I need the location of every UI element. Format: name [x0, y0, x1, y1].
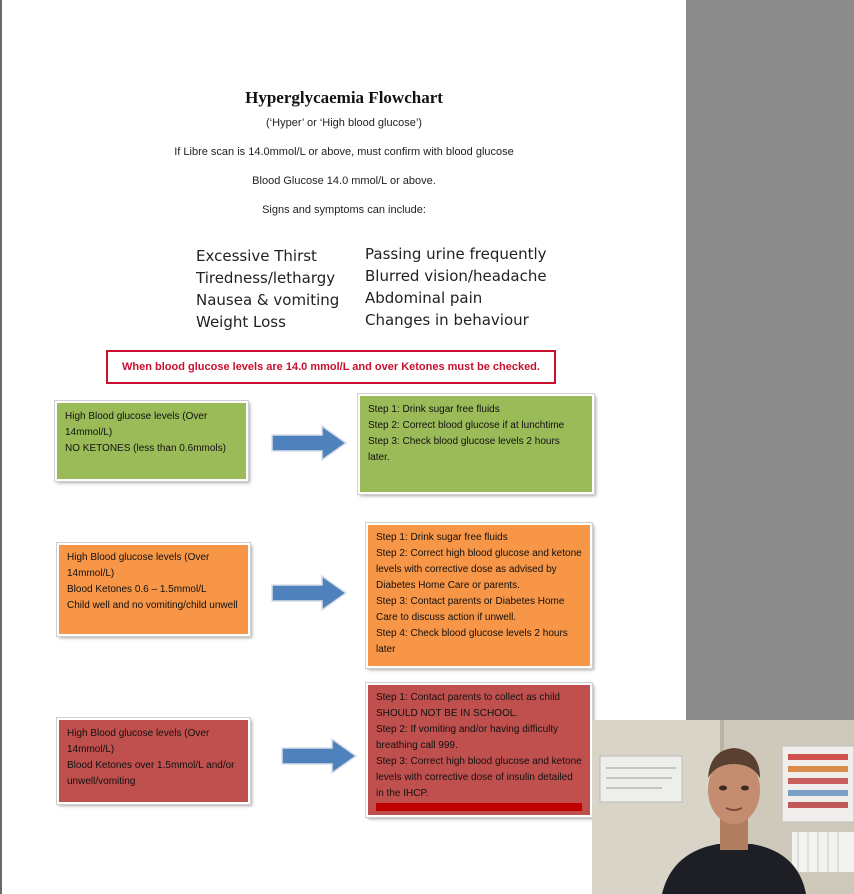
- condition-box-moderate-ketones: High Blood glucose levels (Over 14mmol/L…: [56, 542, 251, 637]
- glucose-threshold-note: Blood Glucose 14.0 mmol/L or above.: [252, 175, 436, 187]
- right-arrow-icon: [271, 424, 348, 462]
- document-page: Hyperglycaemia Flowchart (‘Hyper’ or ‘Hi…: [0, 0, 686, 894]
- condition-box-no-ketones: High Blood glucose levels (Over 14mmol/L…: [54, 400, 249, 482]
- action-box-no-ketones: Step 1: Drink sugar free fluids Step 2: …: [357, 393, 595, 495]
- step-line: Step 3: Contact parents or Diabetes Home…: [376, 596, 565, 623]
- symptom-item: Weight Loss: [196, 313, 286, 331]
- signs-heading: Signs and symptoms can include:: [262, 204, 426, 216]
- symptom-item: Abdominal pain: [365, 289, 483, 307]
- presenter-webcam: [592, 720, 854, 894]
- symptom-item: Excessive Thirst: [196, 247, 317, 265]
- step-line: Step 1: Drink sugar free fluids: [368, 404, 500, 415]
- presenter-webcam-video-icon: [592, 720, 854, 894]
- condition-line: High Blood glucose levels (Over 14mmol/L…: [67, 552, 210, 579]
- condition-line: Child well and no vomiting/child unwell: [67, 600, 238, 611]
- action-box-moderate-ketones: Step 1: Drink sugar free fluids Step 2: …: [365, 522, 593, 669]
- condition-line: Blood Ketones over 1.5mmol/L and/or unwe…: [67, 760, 235, 787]
- action-box-high-ketones: Step 1: Contact parents to collect as ch…: [365, 682, 593, 818]
- symptoms-left-list: Excessive Thirst Tiredness/lethargy Naus…: [196, 245, 339, 333]
- symptom-item: Tiredness/lethargy: [196, 269, 336, 287]
- ketone-warning-text: When blood glucose levels are 14.0 mmol/…: [122, 361, 540, 373]
- step-line: Step 1: Contact parents to collect as ch…: [376, 692, 560, 719]
- condition-line: High Blood glucose levels (Over 14mmol/L…: [65, 411, 208, 438]
- symptom-item: Passing urine frequently: [365, 245, 547, 263]
- right-arrow-icon: [271, 574, 348, 612]
- step-line: Step 2: If vomiting and/or having diffic…: [376, 724, 559, 751]
- right-arrow-icon: [281, 737, 358, 775]
- symptom-item: Nausea & vomiting: [196, 291, 340, 309]
- step-line: Step 2: Correct high blood glucose and k…: [376, 548, 582, 591]
- step-line: Step 2: Correct blood glucose if at lunc…: [368, 420, 565, 431]
- step-line: Step 1: Drink sugar free fluids: [376, 532, 508, 543]
- ketone-warning-box: When blood glucose levels are 14.0 mmol/…: [106, 350, 556, 384]
- condition-line: High Blood glucose levels (Over 14mmol/L…: [67, 728, 210, 755]
- red-highlight-bar: [376, 803, 582, 811]
- symptom-item: Blurred vision/headache: [365, 267, 547, 285]
- condition-line: NO KETONES (less than 0.6mmols): [65, 443, 226, 454]
- step-line: Step 3: Correct high blood glucose and k…: [376, 756, 582, 799]
- symptom-item: Changes in behaviour: [365, 311, 529, 329]
- subtitle: (‘Hyper’ or ‘High blood glucose’): [266, 117, 422, 129]
- condition-box-high-ketones: High Blood glucose levels (Over 14mmol/L…: [56, 717, 251, 805]
- symptoms-right-list: Passing urine frequently Blurred vision/…: [365, 243, 547, 331]
- libre-scan-note: If Libre scan is 14.0mmol/L or above, mu…: [174, 146, 514, 158]
- step-line: Step 4: Check blood glucose levels 2 hou…: [376, 628, 568, 655]
- condition-line: Blood Ketones 0.6 – 1.5mmol/L: [67, 584, 207, 595]
- page-title: Hyperglycaemia Flowchart: [245, 88, 443, 107]
- step-line: Step 3: Check blood glucose levels 2 hou…: [368, 436, 560, 463]
